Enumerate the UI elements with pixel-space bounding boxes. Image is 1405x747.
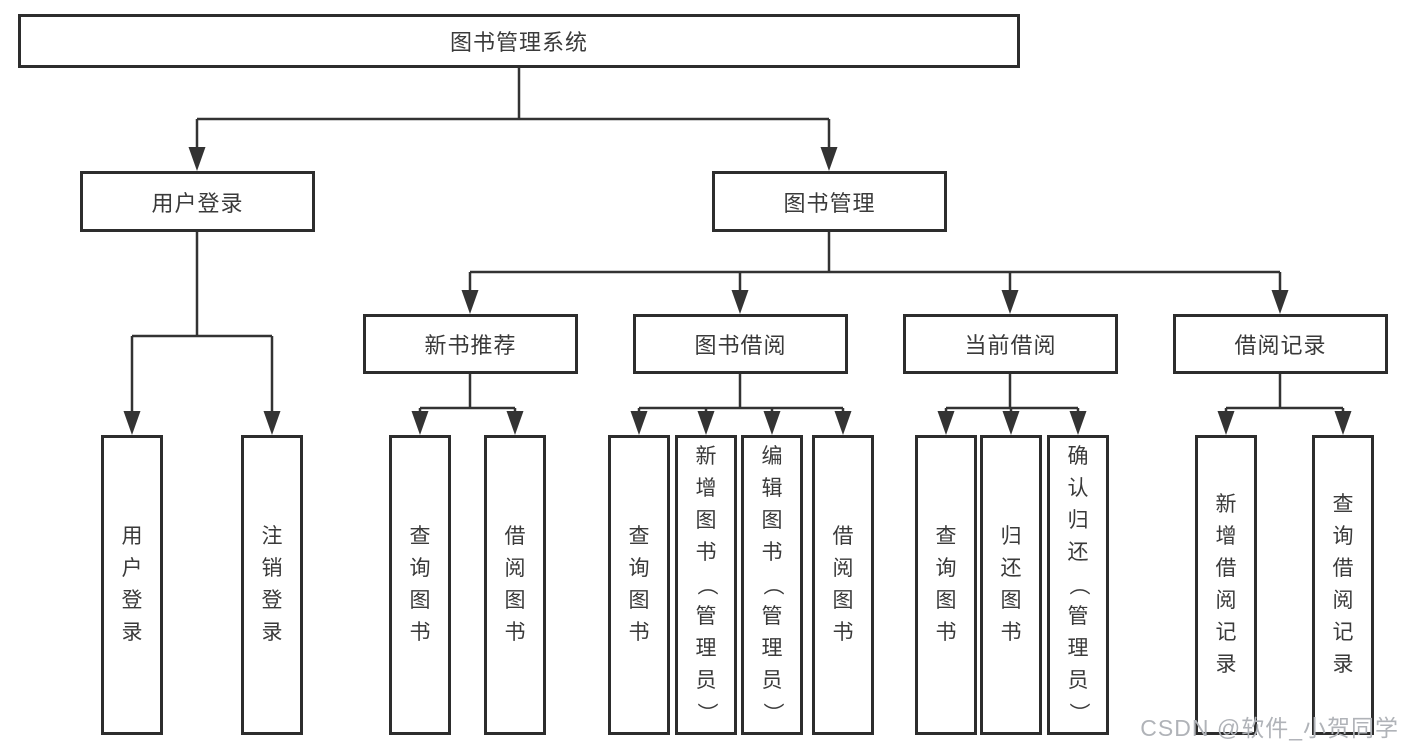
leaf-add-book-admin-label: 新增图书（管理员）: [695, 445, 718, 724]
leaf-borrow-books-recommend-label: 借阅图书: [504, 525, 526, 644]
leaf-query-books-current: 查询图书: [915, 435, 977, 735]
leaf-borrow-books-label: 借阅图书: [832, 525, 854, 644]
leaf-borrow-books: 借阅图书: [812, 435, 874, 735]
node-current-borrowing: 当前借阅: [903, 314, 1118, 374]
leaf-query-books-recommend: 查询图书: [389, 435, 451, 735]
leaf-logout: 注销登录: [241, 435, 303, 735]
leaf-query-borrow-record: 查询借阅记录: [1312, 435, 1374, 735]
node-library-management-system: 图书管理系统: [18, 14, 1020, 68]
leaf-user-login: 用户登录: [101, 435, 163, 735]
node-user-login: 用户登录: [80, 171, 315, 232]
leaf-return-books: 归还图书: [980, 435, 1042, 735]
leaf-edit-book-admin-label: 编辑图书（管理员）: [761, 445, 784, 724]
leaf-query-borrow-record-label: 查询借阅记录: [1332, 493, 1354, 676]
leaf-add-borrow-record: 新增借阅记录: [1195, 435, 1257, 735]
leaf-edit-book-admin: 编辑图书（管理员）: [741, 435, 803, 735]
watermark: CSDN @软件_小贺同学: [1140, 715, 1399, 741]
leaf-query-books-recommend-label: 查询图书: [409, 525, 431, 644]
leaf-confirm-return-admin-label: 确认归还（管理员）: [1067, 445, 1090, 724]
leaf-add-borrow-record-label: 新增借阅记录: [1215, 493, 1237, 676]
node-borrowing-records: 借阅记录: [1173, 314, 1388, 374]
leaf-query-books-current-label: 查询图书: [935, 525, 957, 644]
node-book-borrowing: 图书借阅: [633, 314, 848, 374]
node-new-book-recommendation: 新书推荐: [363, 314, 578, 374]
leaf-confirm-return-admin: 确认归还（管理员）: [1047, 435, 1109, 735]
leaf-add-book-admin: 新增图书（管理员）: [675, 435, 737, 735]
leaf-logout-label: 注销登录: [261, 525, 283, 644]
node-book-management: 图书管理: [712, 171, 947, 232]
leaf-return-books-label: 归还图书: [1000, 525, 1022, 644]
leaf-query-books-borrow: 查询图书: [608, 435, 670, 735]
leaf-borrow-books-recommend: 借阅图书: [484, 435, 546, 735]
leaf-user-login-label: 用户登录: [121, 525, 143, 644]
leaf-query-books-borrow-label: 查询图书: [628, 525, 650, 644]
